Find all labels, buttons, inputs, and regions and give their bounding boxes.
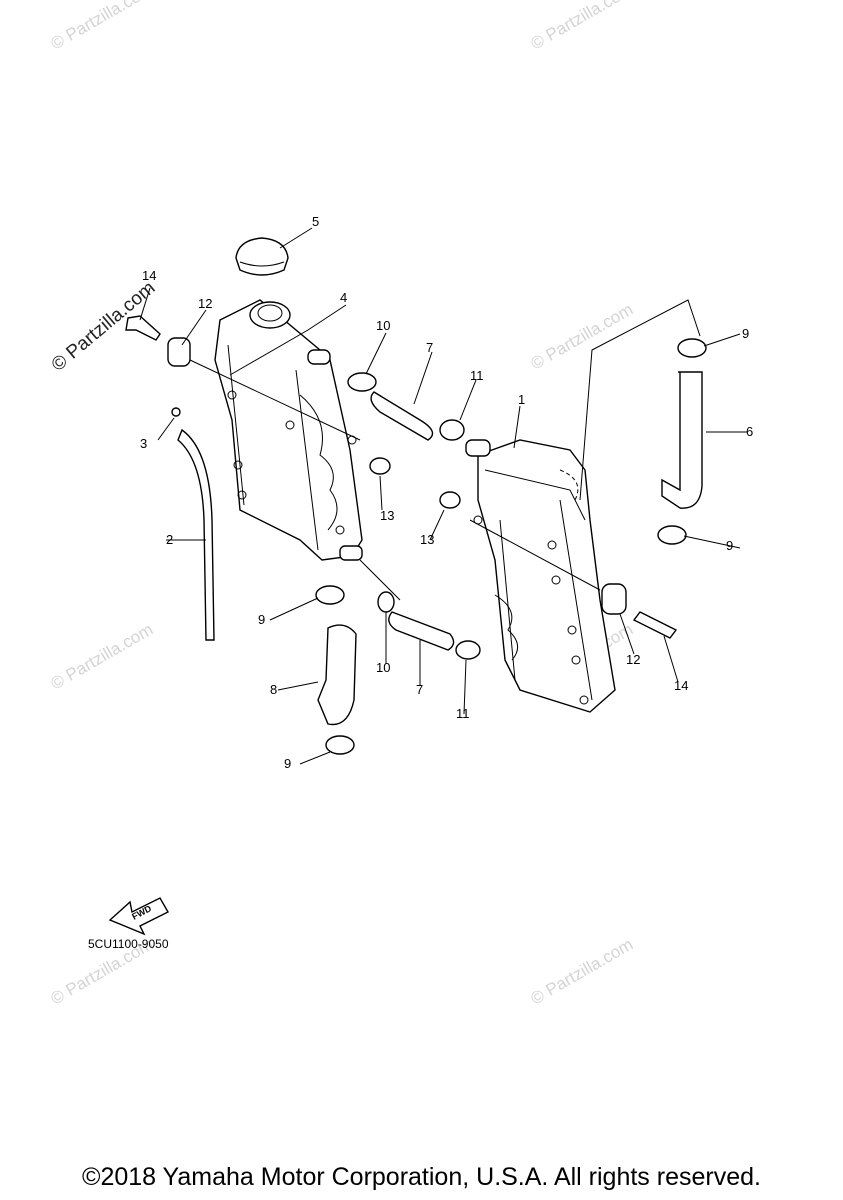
callout-9: 9 bbox=[284, 756, 291, 771]
callout-11: 11 bbox=[456, 706, 470, 721]
callout-5: 5 bbox=[312, 214, 319, 229]
callout-8: 8 bbox=[270, 682, 277, 697]
small-parts bbox=[125, 315, 707, 755]
callout-11: 11 bbox=[470, 368, 484, 383]
copyright-notice: ©2018 Yamaha Motor Corporation, U.S.A. A… bbox=[82, 1163, 761, 1191]
radiator-cap bbox=[235, 237, 289, 276]
callout-2: 2 bbox=[166, 532, 173, 547]
left-radiator bbox=[214, 299, 363, 561]
callout-10: 10 bbox=[376, 660, 390, 675]
callout-12: 12 bbox=[626, 652, 640, 667]
callout-4: 4 bbox=[340, 290, 347, 305]
callout-13: 13 bbox=[380, 508, 394, 523]
watermark-text: © Partzilla.com bbox=[528, 935, 637, 1009]
right-radiator bbox=[465, 439, 616, 713]
callout-9: 9 bbox=[726, 538, 733, 553]
callout-9: 9 bbox=[258, 612, 265, 627]
watermark-text: © Partzilla.com bbox=[48, 620, 157, 694]
callout-numbers: 14 12 5 4 10 7 11 9 1 6 3 13 13 2 9 9 12… bbox=[140, 214, 753, 771]
leader-lines bbox=[139, 227, 748, 765]
callout-9: 9 bbox=[742, 326, 749, 341]
callout-6: 6 bbox=[746, 424, 753, 439]
diagram-code: 5CU1100-9050 bbox=[88, 937, 169, 951]
watermark-text: © Partzilla.com bbox=[528, 0, 637, 53]
fwd-arrow-icon: FWD bbox=[108, 897, 169, 936]
callout-7: 7 bbox=[426, 340, 433, 355]
callout-10: 10 bbox=[376, 318, 390, 333]
hoses bbox=[177, 371, 703, 726]
callout-1: 1 bbox=[518, 392, 525, 407]
callout-12: 12 bbox=[198, 296, 212, 311]
watermark-text: © Partzilla.com bbox=[528, 300, 637, 374]
callout-14: 14 bbox=[142, 268, 156, 283]
watermark-text: © Partzilla.com bbox=[48, 0, 157, 53]
callout-14: 14 bbox=[674, 678, 688, 693]
callout-7: 7 bbox=[416, 682, 423, 697]
callout-13: 13 bbox=[420, 532, 434, 547]
callout-3: 3 bbox=[140, 436, 147, 451]
